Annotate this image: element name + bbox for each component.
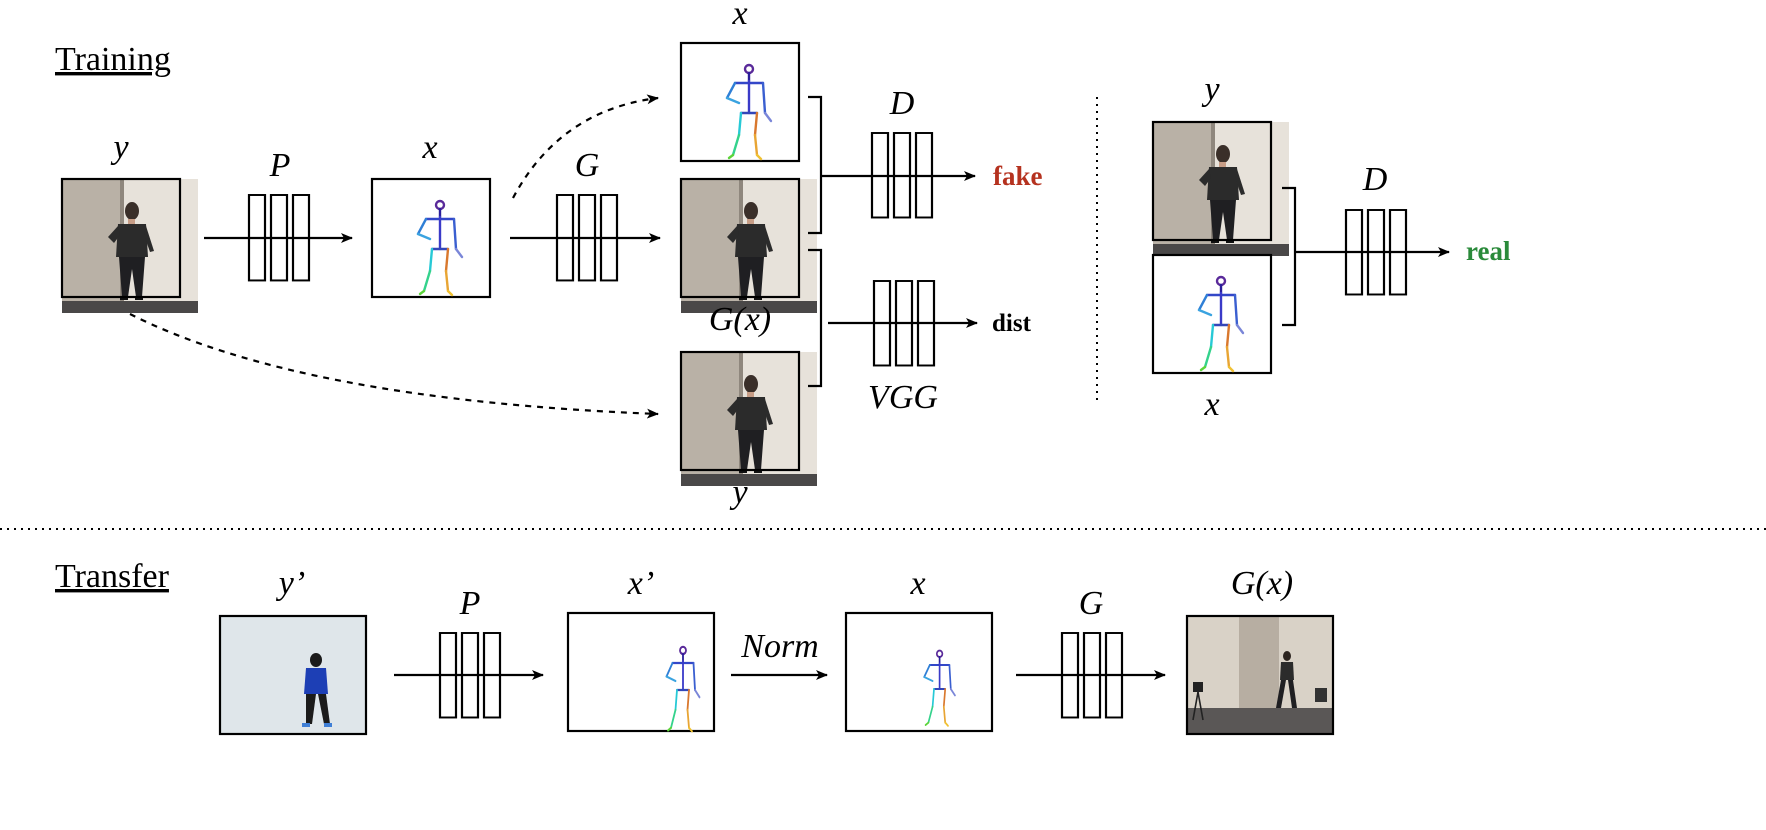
real-pair-image-label: y (1201, 71, 1220, 108)
transfer-pose-label: x’ (627, 565, 654, 602)
generated-image-label: G(x) (709, 301, 771, 338)
normalized-pose-label: x (909, 565, 925, 602)
transfer-output-label: G(x) (1231, 565, 1293, 602)
normalized-pose-stick-figure (844, 611, 994, 733)
source-image-label: y (110, 129, 129, 166)
transfer-section-title: Transfer (55, 558, 170, 595)
transfer-pose-stick-figure (566, 611, 716, 733)
transfer-source-photo (218, 614, 368, 736)
real-pair-photo (1151, 120, 1289, 256)
real-frame-photo (679, 350, 817, 486)
real-pair-pose (1151, 253, 1273, 375)
dashed-arrow-real-frame (129, 313, 659, 419)
real-frame-label: y (729, 474, 748, 511)
bracket-discriminator (808, 95, 823, 235)
transfer-generator-label: G (1079, 585, 1104, 622)
pose-network-label: P (269, 147, 291, 184)
bracket-real-discriminator (1282, 186, 1297, 327)
dist-output-label: dist (992, 310, 1032, 337)
source-image-photo (60, 177, 198, 313)
vgg-label: VGG (868, 379, 938, 416)
real-discriminator-label: D (1362, 161, 1388, 198)
dashed-arrow-pose-copy (512, 94, 659, 199)
real-pair-pose-label: x (1203, 386, 1219, 423)
bracket-vgg (808, 248, 823, 388)
normalization-label: Norm (740, 628, 818, 665)
transfer-pose-network-label: P (459, 585, 481, 622)
real-output-label: real (1466, 236, 1511, 266)
transfer-source-label: y’ (276, 565, 305, 602)
transfer-output-photo (1185, 614, 1335, 736)
training-section-title: Training (55, 41, 171, 78)
generated-image-photo (679, 177, 817, 313)
top-pose-stick-figure (679, 41, 801, 163)
pose-image-label: x (421, 129, 437, 166)
top-pose-label: x (731, 0, 747, 32)
discriminator-label: D (889, 85, 915, 122)
generator-label: G (575, 147, 600, 184)
fake-output-label: fake (993, 161, 1043, 191)
pose-stick-figure (370, 177, 492, 299)
